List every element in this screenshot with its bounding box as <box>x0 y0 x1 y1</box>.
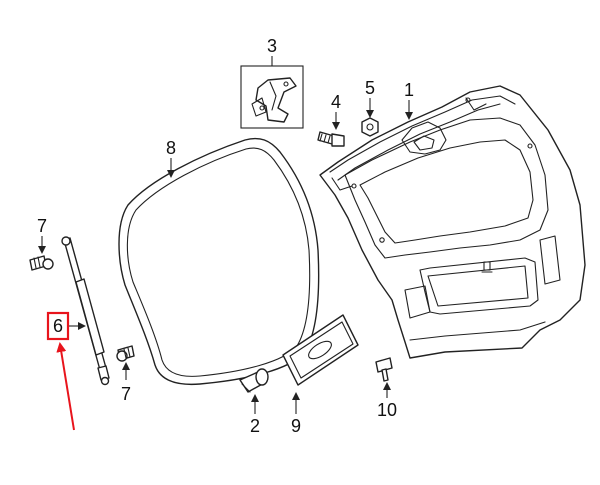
gas-strut-icon <box>61 236 110 386</box>
callout-6: 6 <box>53 316 63 336</box>
ball-stud-icon <box>29 255 54 271</box>
highlight-box <box>46 311 70 341</box>
callout-7-upper: 7 <box>37 216 47 236</box>
callout-5: 5 <box>365 78 375 98</box>
callout-1: 1 <box>404 80 414 100</box>
leader-lines <box>38 56 413 414</box>
callout-3: 3 <box>267 36 277 56</box>
callout-numbers: 3 4 5 1 8 7 6 7 2 9 10 <box>37 36 414 436</box>
callout-7-lower: 7 <box>121 384 131 404</box>
callout-8: 8 <box>166 138 176 158</box>
callout-4: 4 <box>331 92 341 112</box>
highlight-annotation <box>46 311 75 431</box>
bolt-icon <box>317 131 345 147</box>
nut-icon <box>361 117 379 137</box>
ball-stud-icon-lower <box>116 345 135 362</box>
liftgate-panel-icon <box>319 85 586 359</box>
callout-2: 2 <box>250 416 260 436</box>
hinge-bracket-icon <box>240 65 304 129</box>
highlight-arrow <box>56 342 75 431</box>
callout-10: 10 <box>377 400 397 420</box>
weatherstrip-seal-icon <box>118 137 320 386</box>
license-plate-bracket-icon <box>282 314 359 386</box>
stop-bumper-icon <box>239 368 269 393</box>
callout-9: 9 <box>291 416 301 436</box>
push-clip-icon <box>375 357 393 382</box>
